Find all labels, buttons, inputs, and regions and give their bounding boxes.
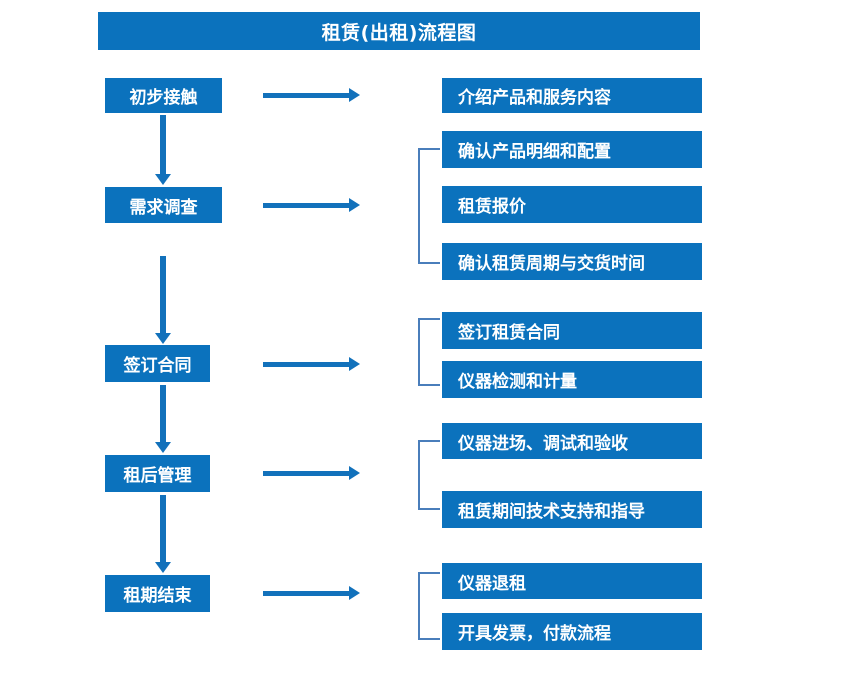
stage-node-2-label: 需求调查 <box>129 197 198 218</box>
group-bracket-1 <box>418 148 440 264</box>
stage-node-3[interactable]: 签订合同 <box>105 345 210 382</box>
flow-arrow-right-4 <box>263 466 360 480</box>
arrow-shaft <box>160 385 166 442</box>
arrow-head <box>155 562 171 573</box>
arrow-head <box>155 442 171 453</box>
arrow-head <box>349 466 360 480</box>
stage-node-5-label: 租期结束 <box>123 586 192 606</box>
detail-node-7[interactable]: 仪器进场、调试和验收 <box>442 423 702 459</box>
group-bracket-3 <box>418 440 440 510</box>
flow-arrow-down-2 <box>155 256 171 344</box>
arrow-shaft <box>263 203 350 208</box>
chart-title-text: 租赁(出租)流程图 <box>321 21 477 44</box>
flow-arrow-right-2 <box>263 198 360 212</box>
arrow-shaft <box>160 495 166 562</box>
detail-node-10-label: 开具发票，付款流程 <box>458 624 611 644</box>
arrow-shaft <box>263 362 350 367</box>
chart-title-bar: 租赁(出租)流程图 <box>98 12 700 50</box>
detail-node-1-label: 介绍产品和服务内容 <box>458 88 611 108</box>
detail-node-1[interactable]: 介绍产品和服务内容 <box>442 78 702 113</box>
arrow-shaft <box>263 93 350 98</box>
detail-node-3-label: 租赁报价 <box>458 197 526 217</box>
stage-node-5[interactable]: 租期结束 <box>105 575 210 612</box>
flow-arrow-right-5 <box>263 586 360 600</box>
detail-node-6-label: 仪器检测和计量 <box>458 372 577 392</box>
detail-node-2[interactable]: 确认产品明细和配置 <box>442 131 702 168</box>
arrow-head <box>349 357 360 371</box>
stage-node-4[interactable]: 租后管理 <box>105 455 210 492</box>
stage-node-2[interactable]: 需求调查 <box>105 187 222 223</box>
stage-node-3-label: 签订合同 <box>123 356 192 376</box>
group-bracket-4 <box>418 572 440 640</box>
flow-arrow-right-3 <box>263 357 360 371</box>
stage-node-4-label: 租后管理 <box>123 466 192 486</box>
detail-node-9-label: 仪器退租 <box>458 573 526 594</box>
detail-node-7-label: 仪器进场、调试和验收 <box>458 433 628 454</box>
arrow-shaft <box>263 591 350 596</box>
detail-node-8[interactable]: 租赁期间技术支持和指导 <box>442 491 702 528</box>
arrow-shaft <box>160 115 166 174</box>
arrow-shaft <box>160 256 166 333</box>
flow-arrow-right-1 <box>263 88 360 102</box>
detail-node-8-label: 租赁期间技术支持和指导 <box>458 502 645 522</box>
stage-node-1[interactable]: 初步接触 <box>105 78 222 113</box>
flow-arrow-down-4 <box>155 495 171 573</box>
detail-node-5[interactable]: 签订租赁合同 <box>442 312 702 349</box>
detail-node-3[interactable]: 租赁报价 <box>442 186 702 223</box>
detail-node-4-label: 确认租赁周期与交货时间 <box>458 254 645 274</box>
detail-node-5-label: 签订租赁合同 <box>458 323 560 343</box>
arrow-head <box>349 586 360 600</box>
detail-node-9[interactable]: 仪器退租 <box>442 563 702 599</box>
detail-node-4[interactable]: 确认租赁周期与交货时间 <box>442 243 702 280</box>
detail-node-6[interactable]: 仪器检测和计量 <box>442 361 702 398</box>
stage-node-1-label: 初步接触 <box>129 88 198 108</box>
detail-node-2-label: 确认产品明细和配置 <box>458 142 611 162</box>
arrow-head <box>349 88 360 102</box>
arrow-shaft <box>263 471 350 476</box>
group-bracket-2 <box>418 318 440 386</box>
arrow-head <box>155 333 171 344</box>
arrow-head <box>349 198 360 212</box>
detail-node-10[interactable]: 开具发票，付款流程 <box>442 613 702 650</box>
flow-arrow-down-1 <box>155 115 171 185</box>
arrow-head <box>155 174 171 185</box>
flow-arrow-down-3 <box>155 385 171 453</box>
